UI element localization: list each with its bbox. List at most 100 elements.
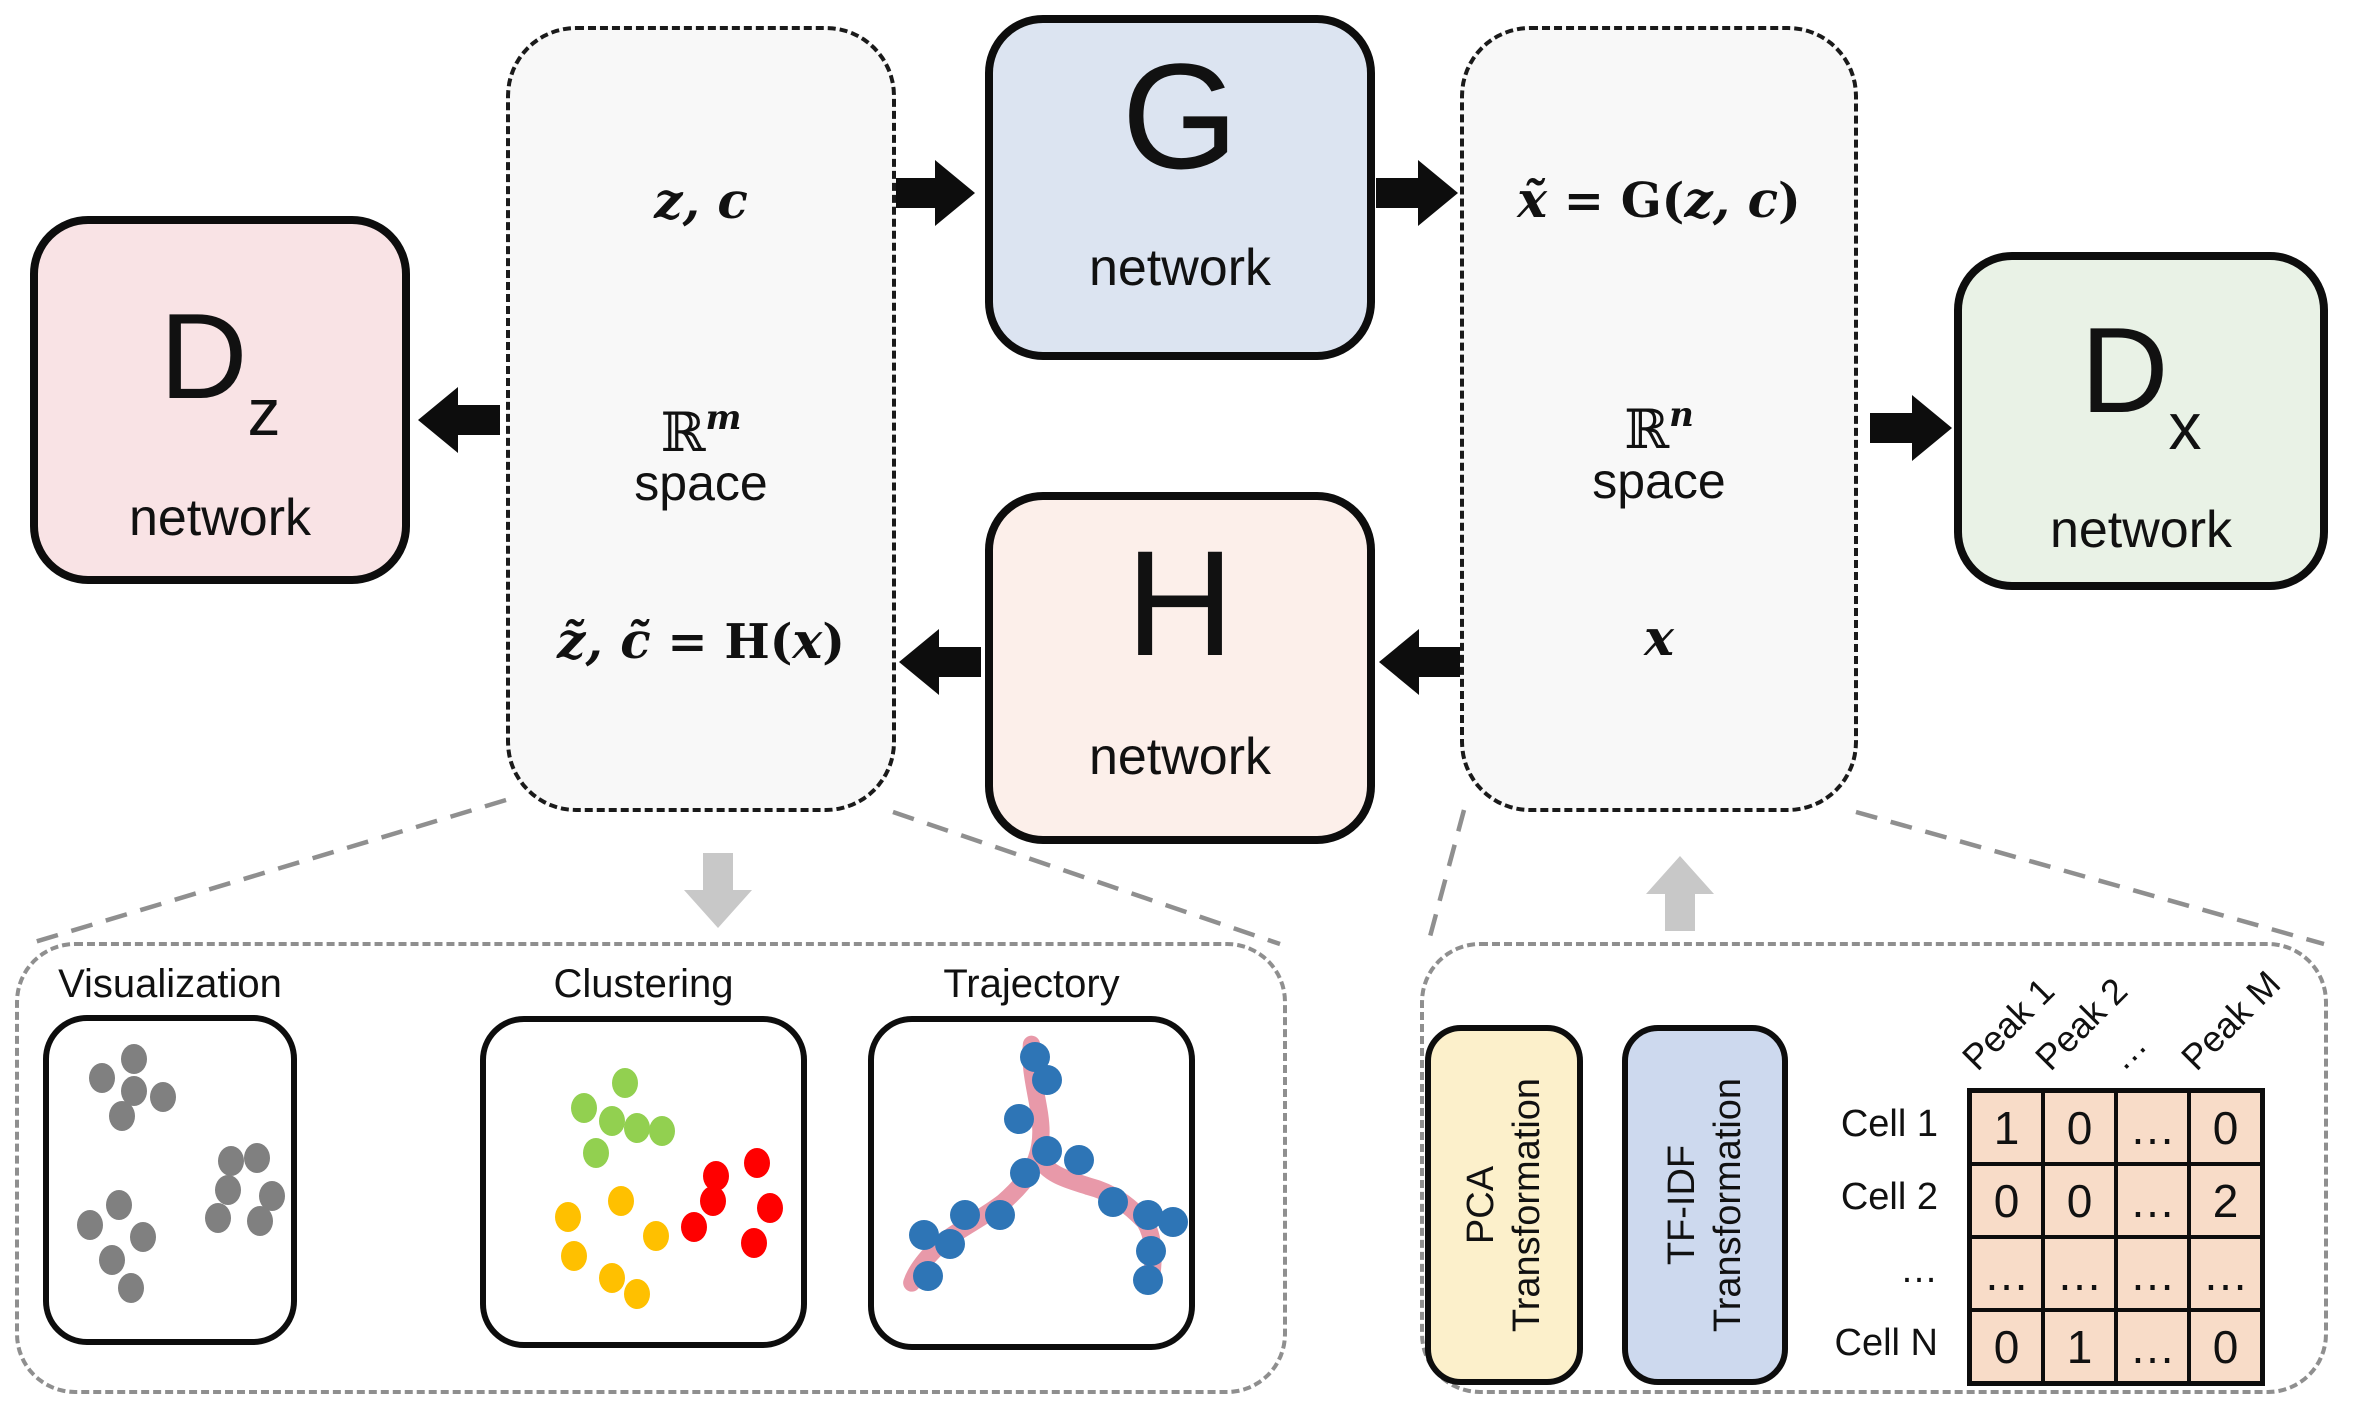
matrix-cell: …: [2189, 1237, 2262, 1310]
data-point: [244, 1142, 271, 1173]
data-point: [89, 1063, 116, 1094]
data-point: [1032, 1135, 1063, 1166]
data-point: [1098, 1187, 1129, 1218]
tfidf-transformation-box: TF-IDF Transformation: [1622, 1025, 1788, 1385]
pca-transformation-label: PCA Transformation: [1460, 1077, 1548, 1333]
data-point: [98, 1244, 125, 1275]
data-point: [205, 1203, 232, 1234]
visualization-box: [43, 1015, 297, 1345]
data-point: [950, 1200, 981, 1231]
matrix-cell: 0: [2043, 1164, 2116, 1237]
trajectory-box: [868, 1016, 1195, 1350]
zoom-guide-line: [27, 797, 507, 947]
data-point: [756, 1192, 783, 1223]
data-point: [1010, 1158, 1041, 1189]
data-space-region: x̃ = G(z, c) ℝn space x: [1460, 26, 1858, 812]
data-point: [130, 1222, 157, 1253]
data-point: [599, 1263, 625, 1293]
dz-network-label: network: [128, 489, 312, 547]
arrow-h-to-mspace-icon: [899, 629, 981, 695]
g-network-label: network: [1088, 239, 1272, 297]
arrow-mspace-to-dz-icon: [418, 387, 500, 453]
arrow-mspace-to-analysis-icon: [684, 853, 752, 928]
matrix-row-label: Cell 2: [1840, 1176, 1938, 1218]
latent-space-word: space: [634, 455, 768, 511]
data-point: [643, 1221, 670, 1252]
matrix-cell: 0: [2189, 1310, 2262, 1383]
dx-title: Dx: [2080, 302, 2202, 464]
data-point: [985, 1200, 1015, 1231]
matrix-cell: …: [2116, 1164, 2189, 1237]
generated-formula: x̃ = G(z, c): [1517, 170, 1801, 229]
data-point: [583, 1138, 610, 1169]
data-point: [624, 1112, 651, 1143]
latent-formula: z̃, c̃ = H(x): [557, 611, 845, 670]
g-network-box: G network: [985, 15, 1375, 360]
data-point: [912, 1261, 943, 1292]
data-point: [699, 1186, 726, 1217]
trajectory-scatter: [874, 1022, 1189, 1344]
data-point: [1063, 1145, 1094, 1176]
data-point: [743, 1147, 770, 1178]
arrow-g-to-nspace-icon: [1376, 160, 1458, 226]
data-point: [624, 1279, 651, 1309]
zoom-guide-line: [892, 809, 1281, 947]
data-point: [120, 1044, 147, 1075]
arrow-nspace-to-dx-icon: [1870, 395, 1952, 461]
latent-space-region: z, c ℝm space z̃, c̃ = H(x): [506, 26, 896, 812]
data-point: [1133, 1264, 1164, 1295]
data-point: [106, 1190, 133, 1221]
visualization-label: Visualization: [58, 962, 282, 1006]
clustering-box: [480, 1016, 807, 1348]
matrix-cell: 0: [1970, 1164, 2043, 1237]
data-point: [215, 1174, 242, 1205]
matrix-cell: 0: [1970, 1310, 2043, 1383]
data-point: [649, 1115, 676, 1146]
data-point: [570, 1093, 597, 1124]
arrow-mspace-to-g-icon: [893, 160, 975, 226]
dx-network-box: Dx network: [1954, 252, 2328, 590]
matrix-cell: …: [1970, 1237, 2043, 1310]
matrix-cell: 1: [2043, 1310, 2116, 1383]
data-point: [909, 1219, 940, 1250]
data-space-word: space: [1592, 453, 1726, 509]
dz-subscript: z: [247, 375, 281, 450]
trajectory-label: Trajectory: [943, 962, 1120, 1006]
h-network-label: network: [1088, 728, 1272, 786]
data-point: [1136, 1235, 1167, 1266]
matrix-cell: …: [2116, 1310, 2189, 1383]
data-point: [554, 1202, 581, 1233]
matrix-cell: 1: [1970, 1091, 2043, 1164]
data-point: [149, 1082, 176, 1113]
g-title: G: [1121, 32, 1239, 200]
matrix-cell: …: [2043, 1237, 2116, 1310]
matrix-cell: …: [2116, 1091, 2189, 1164]
matrix-cell: …: [2116, 1237, 2189, 1310]
data-point: [258, 1180, 285, 1211]
data-point: [1158, 1206, 1189, 1237]
zoom-guide-line: [1855, 809, 2325, 947]
matrix-row-label: Cell 1: [1840, 1103, 1938, 1145]
matrix-row-label: Cell N: [1834, 1322, 1938, 1364]
zoom-guide-line: [1425, 809, 1467, 945]
data-point: [120, 1075, 147, 1106]
data-point: [611, 1067, 638, 1098]
data-point: [1032, 1064, 1063, 1095]
data-point: [561, 1240, 588, 1271]
latent-vars-text: z, c: [654, 171, 748, 230]
data-var-text: x: [1644, 608, 1674, 667]
data-point: [1003, 1103, 1034, 1134]
dz-title: Dz: [159, 288, 281, 450]
arrow-preprocess-to-nspace-icon: [1646, 856, 1714, 931]
data-point: [118, 1273, 145, 1304]
latent-set-text: ℝm: [660, 398, 742, 464]
data-set-text: ℝn: [1624, 395, 1694, 461]
data-point: [702, 1160, 729, 1191]
matrix-cell: 0: [2189, 1091, 2262, 1164]
data-point: [740, 1227, 767, 1258]
data-point: [599, 1106, 625, 1137]
clustering-label: Clustering: [553, 962, 734, 1006]
dx-network-label: network: [2049, 501, 2233, 559]
